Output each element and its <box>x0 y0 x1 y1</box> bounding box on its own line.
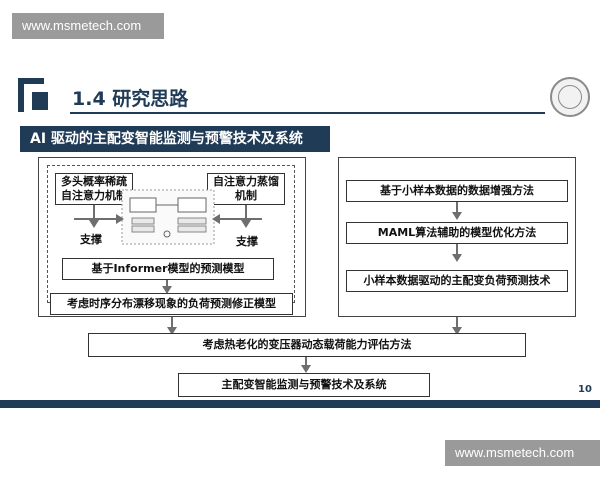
data-augmentation-box: 基于小样本数据的数据增强方法 <box>346 180 568 202</box>
section-logo-icon <box>18 78 58 114</box>
distillation-box: 自注意力蒸馏 机制 <box>207 173 285 205</box>
diagram-decoder-block <box>177 197 207 213</box>
drift-correction-box: 考虑时序分布漂移现象的负荷预测修正模型 <box>50 293 293 315</box>
arrow-right-down-line <box>245 205 247 221</box>
sparse-attention-line-1: 多头概率稀疏 <box>61 175 127 188</box>
logo-bracket <box>18 78 44 112</box>
sparse-attention-line-2: 自注意力机制 <box>61 189 127 202</box>
arrow-to-diagram-right-line <box>218 218 262 220</box>
diagram-layer-4 <box>177 225 207 233</box>
arrow-right-panel-thermal-line <box>456 317 458 329</box>
arrow-right-panel-thermal-head <box>452 327 462 335</box>
arrow-thermal-final-head <box>301 365 311 373</box>
distillation-line-1: 自注意力蒸馏 <box>213 175 279 188</box>
informer-model-box: 基于Informer模型的预测模型 <box>62 258 274 280</box>
diagram-node <box>163 230 171 238</box>
few-shot-forecast-box: 小样本数据驱动的主配变负荷预测技术 <box>346 270 568 292</box>
arrow-left-down-head <box>89 220 99 228</box>
arrow-informer-drift-head <box>162 286 172 294</box>
seal-inner-ring <box>558 85 582 109</box>
sparse-attention-box: 多头概率稀疏 自注意力机制 <box>55 173 133 205</box>
right-panel <box>338 157 576 317</box>
maml-optimization-box: MAML算法辅助的模型优化方法 <box>346 222 568 244</box>
distillation-line-2: 机制 <box>235 189 257 202</box>
left-panel <box>38 157 306 317</box>
title-divider <box>70 112 545 114</box>
arrow-right-down-head <box>241 220 251 228</box>
page-title: 1.4 研究思路 <box>72 88 189 110</box>
footer-bar <box>0 400 600 408</box>
logo-block <box>32 92 48 110</box>
slide: 1.4 研究思路 AI 驱动的主配变智能监测与预警技术及系统 多头概率稀疏 自注… <box>0 60 600 415</box>
page-number: 10 <box>578 384 592 395</box>
diagram-layer-2 <box>131 225 155 233</box>
watermark-bottom: www.msmetech.com <box>445 440 600 466</box>
informer-architecture-diagram <box>121 189 215 245</box>
arrow-step2-step3-head <box>452 254 462 262</box>
support-label-right: 支撑 <box>236 235 258 248</box>
arrow-step2-step3-line <box>456 244 458 256</box>
arrow-informer-drift-line <box>166 280 168 288</box>
diagram-layer-1 <box>131 217 155 225</box>
support-label-left: 支撑 <box>80 233 102 246</box>
topic-banner: AI 驱动的主配变智能监测与预警技术及系统 <box>20 126 330 152</box>
arrow-step1-step2-head <box>452 212 462 220</box>
arrow-step1-step2-line <box>456 202 458 214</box>
thermal-aging-assessment-box: 考虑热老化的变压器动态载荷能力评估方法 <box>88 333 526 357</box>
arrow-to-diagram-left-line <box>74 218 118 220</box>
arrow-thermal-final-line <box>305 357 307 367</box>
diagram-layer-3 <box>177 217 207 225</box>
diagram-encoder-block <box>129 197 157 213</box>
final-system-box: 主配变智能监测与预警技术及系统 <box>178 373 430 397</box>
watermark-top: www.msmetech.com <box>12 13 164 39</box>
arrow-left-panel-thermal-head <box>167 327 177 335</box>
arrow-to-diagram-left-head <box>116 214 124 224</box>
university-seal-icon <box>550 77 590 117</box>
arrow-left-down-line <box>93 205 95 221</box>
arrow-left-panel-thermal-line <box>171 317 173 329</box>
arrow-to-diagram-right-head <box>212 214 220 224</box>
